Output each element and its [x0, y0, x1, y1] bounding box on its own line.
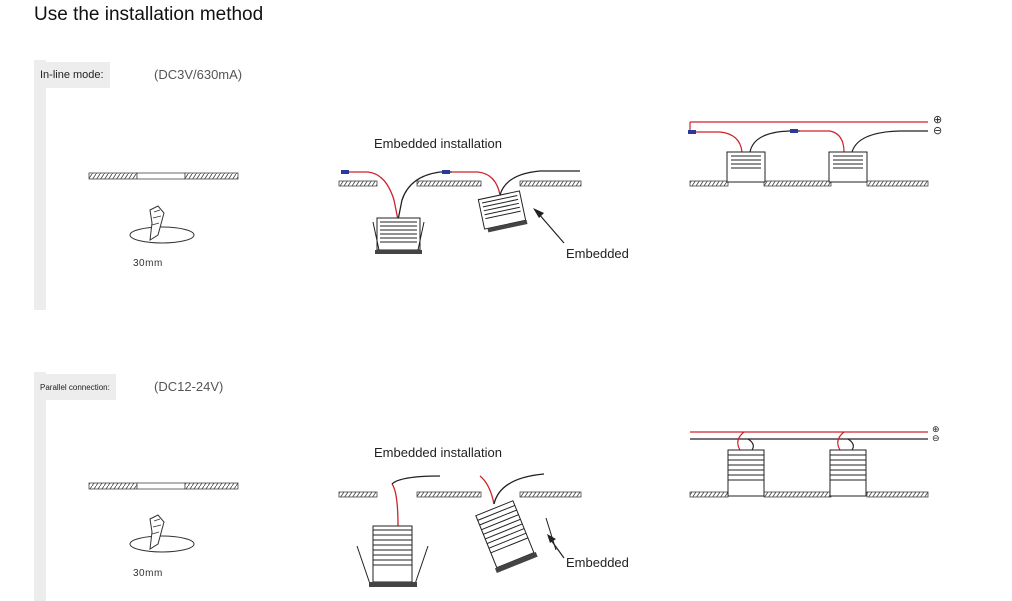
- wiring: [391, 473, 545, 527]
- hole-saw-icon: [129, 205, 195, 244]
- inline-diagram: [88, 121, 929, 254]
- voltage-spec: (DC12-24V): [154, 379, 224, 394]
- inline-wiring: [689, 121, 928, 153]
- mode-tab: Parallel connection:: [34, 374, 116, 400]
- wire-connector: [688, 130, 696, 134]
- ceiling-panel: [338, 491, 582, 498]
- ceiling-panel: [689, 491, 929, 498]
- cut-panel: [88, 172, 239, 180]
- minus-icon: ⊖: [932, 433, 940, 443]
- embedded-installation-label: Embedded installation: [374, 445, 502, 460]
- parallel-wiring: [690, 431, 928, 451]
- wiring: [341, 170, 580, 221]
- section-inline-mode: In-line mode: (DC3V/630mA): [0, 60, 1012, 310]
- downlight-installed: [727, 449, 765, 497]
- hole-size-label: 30mm: [133, 568, 163, 579]
- mode-label: In-line mode:: [40, 69, 104, 81]
- plus-icon: ⊕: [932, 424, 940, 434]
- wire-connector: [442, 170, 450, 174]
- hole-saw-icon: [129, 514, 195, 553]
- downlight-installed: [829, 449, 867, 497]
- downlight-installed: [356, 525, 429, 587]
- mode-tab: In-line mode:: [34, 62, 110, 88]
- cut-panel: [88, 482, 239, 490]
- section-sidebar: [34, 60, 46, 310]
- mode-label: Parallel connection:: [40, 382, 110, 392]
- section-sidebar: [34, 372, 46, 601]
- downlight-tilted: [475, 500, 538, 574]
- ceiling-panel: [689, 180, 929, 187]
- arrow-icon: [533, 208, 565, 244]
- embedded-installation-label: Embedded installation: [374, 136, 502, 151]
- downlight-installed: [828, 151, 868, 183]
- voltage-spec: (DC3V/630mA): [154, 67, 243, 82]
- arrow-icon: [547, 534, 565, 559]
- embedded-label: Embedded: [566, 555, 629, 570]
- wire-connector: [341, 170, 349, 174]
- minus-icon: ⊖: [933, 125, 943, 137]
- hole-size-label: 30mm: [133, 258, 163, 269]
- section-parallel-connection: Parallel connection: (DC12-24V): [0, 372, 1012, 601]
- ceiling-panel: [338, 180, 582, 187]
- downlight-installed: [372, 217, 425, 254]
- parallel-diagram: [88, 431, 929, 587]
- page-title: Use the installation method: [34, 4, 264, 25]
- plus-icon: ⊕: [933, 114, 943, 126]
- downlight-installed: [726, 151, 766, 183]
- wire-connector: [790, 129, 798, 133]
- downlight-tilted: [477, 190, 528, 233]
- embedded-label: Embedded: [566, 246, 629, 261]
